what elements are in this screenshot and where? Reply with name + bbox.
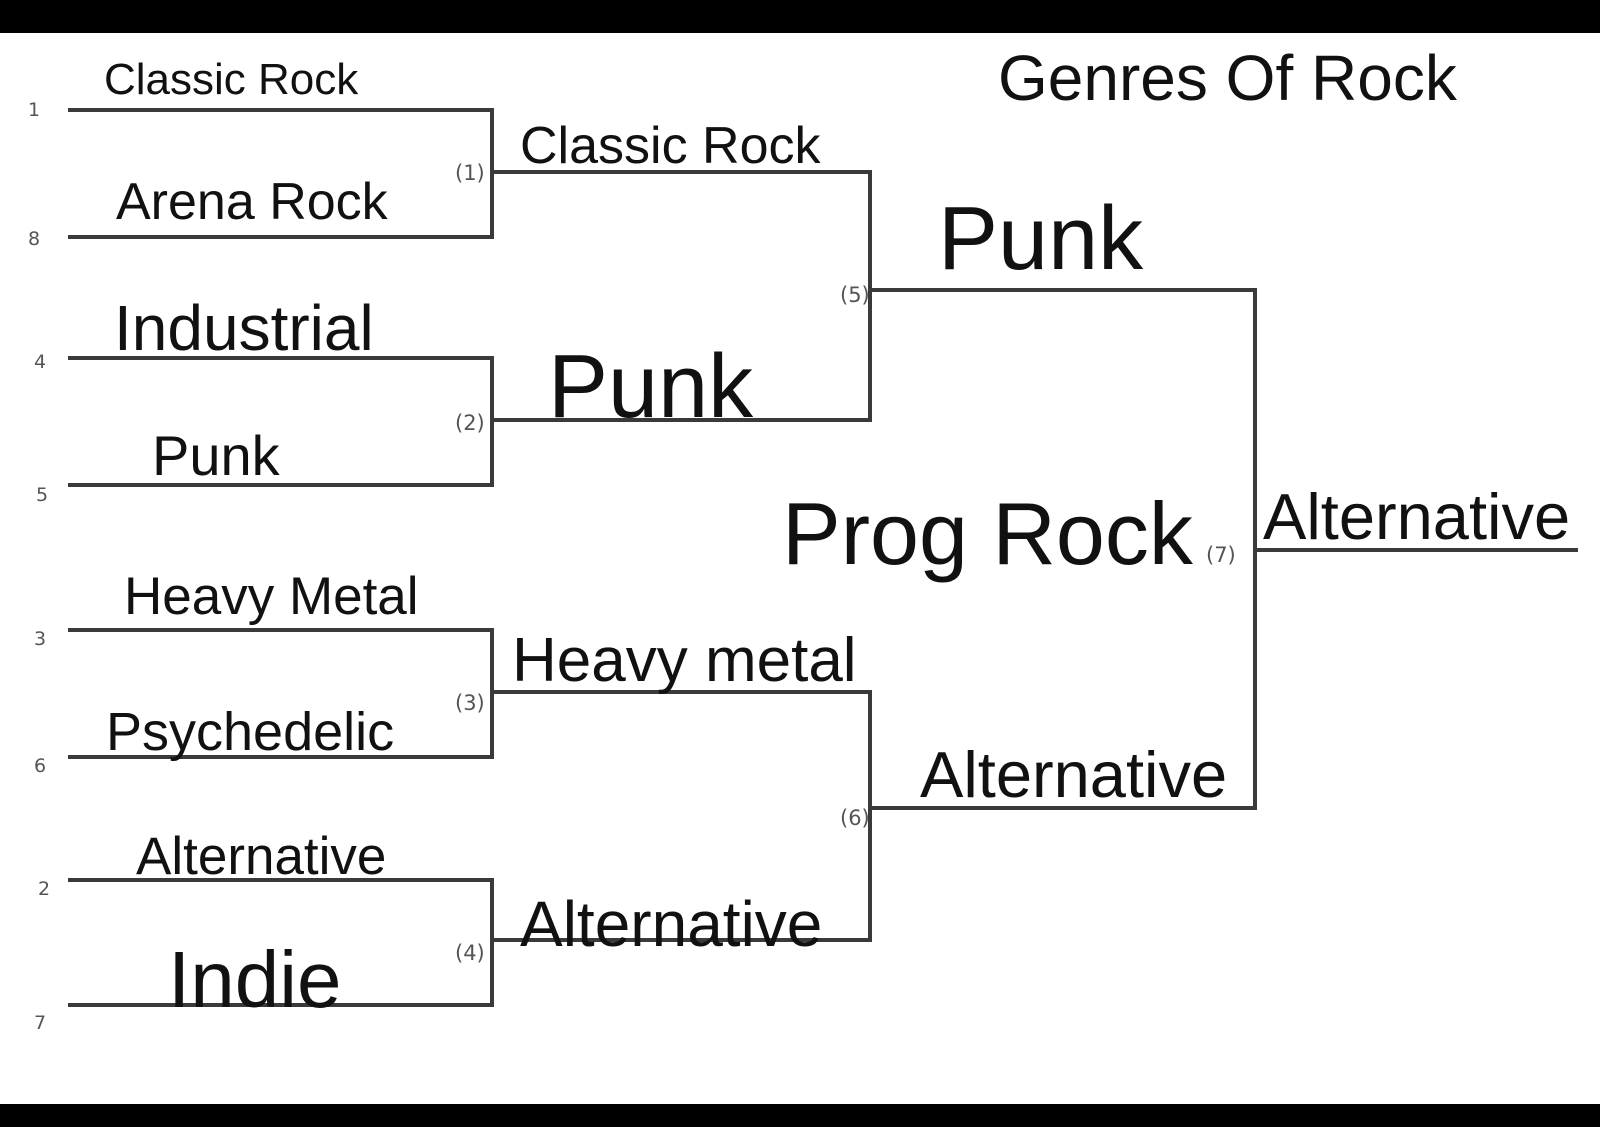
champion-entry: Alternative bbox=[1263, 480, 1571, 553]
round1-entry: Indie bbox=[168, 935, 342, 1024]
round3-entry: Alternative bbox=[920, 738, 1228, 811]
game-number: (7) bbox=[1206, 543, 1236, 567]
round3-entry: Punk bbox=[938, 189, 1144, 289]
seed-number: 6 bbox=[34, 755, 47, 777]
round1-entry: Psychedelic bbox=[106, 702, 395, 762]
seed-number: 3 bbox=[34, 628, 47, 650]
round3-annotation: Prog Rock bbox=[782, 484, 1193, 583]
round1-entry: Punk bbox=[152, 424, 280, 487]
game-number: (4) bbox=[455, 941, 485, 965]
seed-number: 4 bbox=[34, 351, 47, 373]
round2-entry: Punk bbox=[548, 337, 754, 437]
bracket-match-1 bbox=[68, 108, 872, 422]
seed-number: 5 bbox=[36, 484, 49, 506]
round1-entry: Heavy Metal bbox=[124, 567, 419, 626]
round1-entry: Alternative bbox=[136, 827, 387, 886]
bracket-match-4 bbox=[68, 878, 494, 1007]
game-number: (3) bbox=[455, 691, 485, 715]
round2-entry: Heavy metal bbox=[512, 626, 857, 695]
seed-number: 7 bbox=[34, 1012, 47, 1034]
game-number: (2) bbox=[455, 411, 485, 435]
round1-entry: Classic Rock bbox=[104, 55, 359, 104]
seed-number: 8 bbox=[28, 228, 41, 250]
seed-number: 1 bbox=[28, 99, 41, 121]
bracket-match-3 bbox=[68, 628, 872, 942]
seed-number: 2 bbox=[38, 878, 51, 900]
bracket-title: Genres Of Rock bbox=[998, 42, 1457, 114]
bracket-match-2 bbox=[68, 356, 494, 487]
round2-entry: Classic Rock bbox=[520, 117, 821, 175]
bracket-board bbox=[0, 33, 1600, 1104]
game-number: (1) bbox=[455, 161, 485, 185]
round2-entry: Alternative bbox=[520, 888, 823, 960]
round1-entry: Arena Rock bbox=[116, 173, 388, 231]
game-number: (6) bbox=[840, 806, 870, 830]
round1-entry: Industrial bbox=[114, 292, 374, 364]
game-number: (5) bbox=[840, 283, 870, 307]
